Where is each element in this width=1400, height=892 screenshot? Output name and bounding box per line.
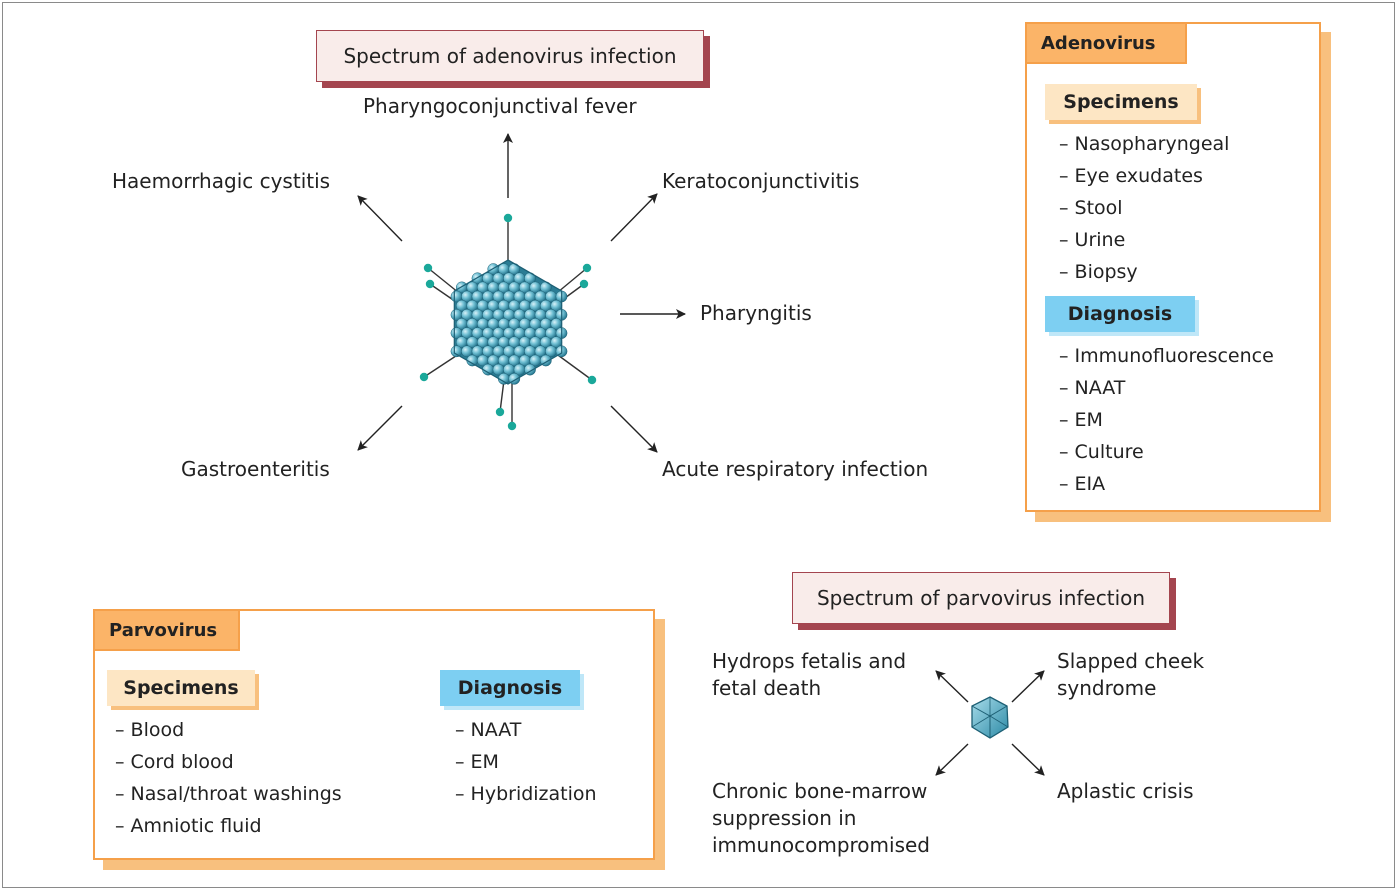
adenovirus-virion-icon: [419, 213, 597, 431]
arrow-to-slapped-cheek: [1011, 670, 1045, 703]
outcome-chronic-bone-marrow-suppression: Chronic bone-marrow suppression in immun…: [712, 778, 930, 859]
list-item: – EM: [455, 751, 499, 773]
parvovirus-spectrum-title: Spectrum of parvovirus infection: [792, 572, 1170, 624]
outcome-keratoconjunctivitis: Keratoconjunctivitis: [662, 169, 860, 193]
list-item: – Cord blood: [115, 751, 234, 773]
outcome-haemorrhagic-cystitis: Haemorrhagic cystitis: [112, 169, 331, 193]
outcome-pharyngitis: Pharyngitis: [700, 301, 812, 325]
list-item: – Nasal/throat washings: [115, 783, 342, 805]
outcome-line: Slapped cheek: [1057, 649, 1205, 673]
adenovirus-diagnosis-badge: Diagnosis: [1045, 296, 1195, 332]
list-item: – Stool: [1059, 197, 1123, 219]
parvovirus-diagnosis-badge: Diagnosis: [440, 670, 580, 706]
list-item: – Hybridization: [455, 783, 597, 805]
parvovirus-virion-icon: [971, 696, 1009, 739]
outcome-line: fetal death: [712, 676, 822, 700]
list-item: – EM: [1059, 409, 1103, 431]
arrow-to-gastroenteritis: [357, 405, 403, 451]
arrow-to-haemorrhagic-cystitis: [357, 195, 403, 242]
list-item: – NAAT: [1059, 377, 1126, 399]
outcome-slapped-cheek-syndrome: Slapped cheek syndrome: [1057, 648, 1204, 702]
parvovirus-arrows: [935, 670, 1045, 776]
list-item: – NAAT: [455, 719, 522, 741]
adenovirus-specimens-badge: Specimens: [1045, 84, 1197, 120]
list-item: – Blood: [115, 719, 185, 741]
list-item: – Urine: [1059, 229, 1126, 251]
arrow-to-chronic-suppression: [935, 743, 969, 776]
outcome-pharyngoconjunctival-fever: Pharyngoconjunctival fever: [363, 94, 637, 118]
outcome-line: syndrome: [1057, 676, 1157, 700]
list-item: – Nasopharyngeal: [1059, 133, 1230, 155]
parvovirus-spectrum-title-text: Spectrum of parvovirus infection: [816, 586, 1146, 610]
adenovirus-diagnosis-list: – Immunofluorescence – NAAT – EM – Cultu…: [1059, 340, 1274, 500]
adenovirus-arrows: [357, 133, 686, 453]
list-item: – Eye exudates: [1059, 165, 1203, 187]
list-item: – Immunofluorescence: [1059, 345, 1274, 367]
arrow-to-hydrops-fetalis: [935, 670, 969, 703]
list-item: – Amniotic fluid: [115, 815, 262, 837]
outcome-line: Chronic bone-marrow: [712, 779, 928, 803]
adenovirus-panel: Adenovirus Specimens – Nasopharyngeal – …: [1025, 22, 1321, 512]
list-item: – Biopsy: [1059, 261, 1138, 283]
list-item: – EIA: [1059, 473, 1106, 495]
outcome-line: suppression in: [712, 806, 857, 830]
outcome-aplastic-crisis: Aplastic crisis: [1057, 779, 1194, 803]
adenovirus-panel-header: Adenovirus: [1027, 24, 1187, 64]
adenovirus-spectrum-title: Spectrum of adenovirus infection: [316, 30, 704, 82]
arrow-to-keratoconjunctivitis: [610, 193, 658, 242]
parvovirus-specimens-badge: Specimens: [107, 670, 255, 706]
outcome-gastroenteritis: Gastroenteritis: [181, 457, 330, 481]
outcome-line: Hydrops fetalis and: [712, 649, 907, 673]
outcome-line: immunocompromised: [712, 833, 930, 857]
outcome-hydrops-fetalis: Hydrops fetalis and fetal death: [712, 648, 906, 702]
arrow-to-acute-respiratory-infection: [610, 405, 658, 453]
outcome-acute-respiratory-infection: Acute respiratory infection: [662, 457, 929, 481]
list-item: – Culture: [1059, 441, 1144, 463]
arrow-to-aplastic-crisis: [1011, 743, 1045, 776]
adenovirus-spectrum-title-text: Spectrum of adenovirus infection: [343, 44, 677, 68]
parvovirus-panel-header: Parvovirus: [95, 611, 240, 651]
parvovirus-panel: Parvovirus Specimens – Blood – Cord bloo…: [93, 609, 655, 860]
adenovirus-specimens-list: – Nasopharyngeal – Eye exudates – Stool …: [1059, 128, 1229, 288]
parvovirus-diagnosis-list: – NAAT – EM – Hybridization: [455, 714, 597, 810]
parvovirus-specimens-list: – Blood – Cord blood – Nasal/throat wash…: [115, 714, 342, 842]
